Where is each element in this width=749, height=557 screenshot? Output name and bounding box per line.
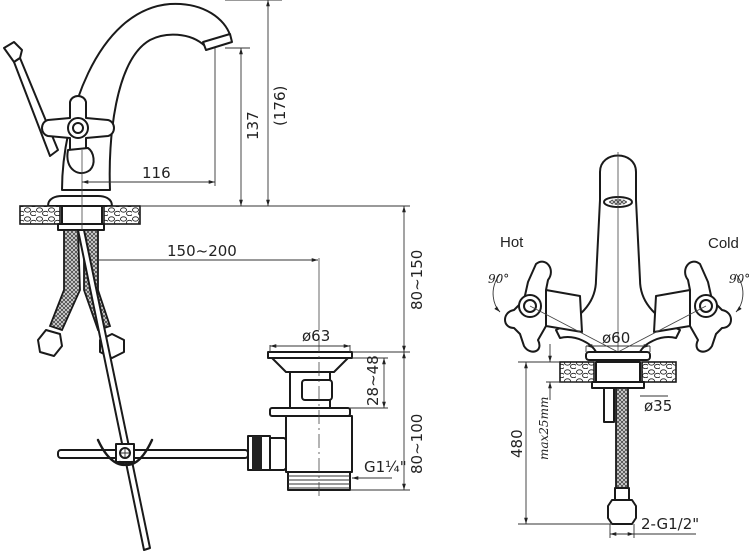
- hose-right: [83, 229, 112, 332]
- front-base-flange: [585, 351, 651, 361]
- front-hose-nut: [607, 499, 637, 525]
- dim-hose-length: 480: [508, 429, 526, 458]
- dim-waste-length: 80~100: [408, 414, 426, 474]
- hose-nut-left: [37, 329, 63, 357]
- label-hot: Hot: [500, 234, 524, 251]
- hot-rotation-arrow: [492, 273, 501, 313]
- linkage-rod: [57, 449, 249, 459]
- deck-left: [19, 205, 61, 225]
- dim-base-diameter: ø60: [602, 329, 630, 347]
- label-hot-rotation: 90°: [488, 272, 509, 286]
- dim-max-deck-thickness: max25mm: [537, 397, 551, 460]
- cross-handle: [41, 95, 115, 175]
- hot-handle: [504, 260, 552, 353]
- front-hose: [615, 387, 629, 489]
- front-deck-left: [559, 361, 595, 383]
- deck-right: [103, 205, 141, 225]
- hose-left: [48, 229, 81, 332]
- dim-spout-height: 137: [244, 111, 262, 140]
- front-deck-right: [641, 361, 677, 383]
- label-cold: Cold: [708, 235, 739, 252]
- front-view: Hot Cold 90° 90° ø60 ø35 480 max25mm 2-G…: [488, 152, 749, 538]
- dim-total-height: (176): [271, 86, 289, 126]
- pop-up-lever: [3, 41, 59, 157]
- dim-hose-connection: 2-G1/2": [641, 515, 699, 533]
- dim-rod-to-drain: 150~200: [167, 242, 237, 260]
- base-flange: [47, 195, 113, 207]
- cold-handle: [684, 260, 732, 353]
- valve-body-cold: [653, 289, 691, 333]
- side-view: 116 137 (176) 150~200 80~150 ø63 28~48 8…: [3, 0, 426, 551]
- label-cold-rotation: 90°: [729, 272, 749, 286]
- dim-deck-to-waste: 80~150: [408, 250, 426, 310]
- pull-rod: [77, 229, 151, 551]
- dim-waste-grip: 28~48: [364, 355, 382, 406]
- valve-body-hot: [545, 289, 583, 333]
- threaded-stud: [603, 387, 615, 423]
- dim-spout-reach: 116: [142, 164, 171, 182]
- spout: [61, 2, 233, 191]
- dim-waste-thread: G1¼": [364, 458, 407, 476]
- cold-rotation-arrow: [735, 273, 744, 313]
- dim-shank-diameter: ø35: [644, 397, 672, 415]
- dim-waste-diameter: ø63: [302, 327, 330, 345]
